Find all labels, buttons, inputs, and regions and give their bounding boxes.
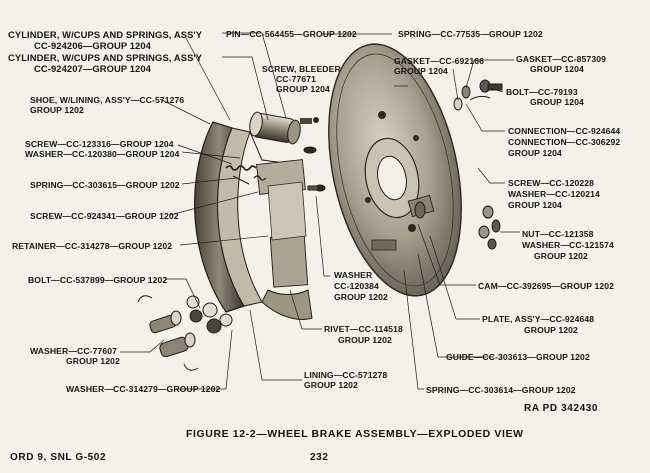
label-washer-120384: WASHER xyxy=(334,270,373,280)
label-washer-121574: WASHER—CC-121574 xyxy=(522,240,614,250)
label-washer-314279: WASHER—CC-314279—GROUP 1202 xyxy=(66,384,221,394)
label-cam: CAM—CC-392695—GROUP 1202 xyxy=(478,281,614,291)
label-pin: PIN—CC-564455—GROUP 1202 xyxy=(226,29,357,39)
label-shoe-group: GROUP 1202 xyxy=(30,105,84,115)
label-spring-303615: SPRING—CC-303615—GROUP 1202 xyxy=(30,180,180,190)
label-nut-group: GROUP 1202 xyxy=(534,251,588,261)
bolts-lower-left xyxy=(137,295,233,371)
figure-caption: FIGURE 12-2—WHEEL BRAKE ASSEMBLY—EXPLODE… xyxy=(186,428,524,440)
label-plate: PLATE, ASS'Y—CC-924648 xyxy=(482,314,595,324)
label-washer-120380: WASHER—CC-120380—GROUP 1204 xyxy=(25,149,180,159)
label-washer-120214: WASHER—CC-120214 xyxy=(508,189,600,199)
label-shoe: SHOE, W/LINING, ASS'Y—CC-571276 xyxy=(30,95,185,105)
label-washer-120384-group: GROUP 1202 xyxy=(334,292,388,302)
fasteners xyxy=(303,79,503,250)
label-lining: LINING—CC-571278 xyxy=(304,370,388,380)
label-screw-120228-group: GROUP 1204 xyxy=(508,200,562,210)
label-bleeder-group: GROUP 1204 xyxy=(276,84,330,94)
label-washer-77607-group: GROUP 1202 xyxy=(66,356,120,366)
label-cylinder-924207: CYLINDER, W/CUPS AND SPRINGS, ASS'Y xyxy=(8,52,203,63)
label-washer-120384-part: CC-120384 xyxy=(334,281,379,291)
label-screw-123316: SCREW—CC-123316—GROUP 1204 xyxy=(25,139,174,149)
label-cylinder-924207-group: CC-924207—GROUP 1204 xyxy=(34,63,151,74)
label-bleeder-part: CC-77671 xyxy=(276,74,316,84)
label-connection-924644: CONNECTION—CC-924644 xyxy=(508,126,621,136)
label-plate-group: GROUP 1202 xyxy=(524,325,578,335)
label-spring-303614: SPRING—CC-303614—GROUP 1202 xyxy=(426,385,576,395)
label-screw-120228: SCREW—CC-120228 xyxy=(508,178,595,188)
label-gasket-857309: GASKET—CC-857309 xyxy=(516,54,606,64)
ra-pd-number: RA PD 342430 xyxy=(524,403,599,414)
leader-lines xyxy=(120,32,520,390)
label-nut: NUT—CC-121358 xyxy=(522,229,594,239)
footer-ord: ORD 9, SNL G-502 xyxy=(10,452,107,463)
label-gasket-692166-group: GROUP 1204 xyxy=(394,66,448,76)
wheel-cylinder xyxy=(249,111,319,145)
label-bleeder-screw: SCREW, BLEEDER xyxy=(262,64,341,74)
label-screw-924341: SCREW—CC-924341—GROUP 1202 xyxy=(30,211,179,221)
label-bolt-79193: BOLT—CC-79193 xyxy=(506,87,578,97)
backing-plate xyxy=(328,43,462,297)
label-gasket-692166: GASKET—CC-692166 xyxy=(394,56,484,66)
label-spring-77535: SPRING—CC-77535—GROUP 1202 xyxy=(398,29,543,39)
label-rivet-group: GROUP 1202 xyxy=(338,335,392,345)
label-bolt-79193-group: GROUP 1204 xyxy=(530,97,584,107)
label-washer-77607: WASHER—CC-77607 xyxy=(30,346,117,356)
springs xyxy=(225,165,267,185)
label-cylinder-924206-group: CC-924206—GROUP 1204 xyxy=(34,40,151,51)
label-bolt-537899: BOLT—CC-537899—GROUP 1202 xyxy=(28,275,168,285)
label-gasket-857309-group: GROUP 1204 xyxy=(530,64,584,74)
label-retainer: RETAINER—CC-314278—GROUP 1202 xyxy=(12,241,173,251)
label-guide: GUIDE—CC-303613—GROUP 1202 xyxy=(446,352,590,362)
label-rivet: RIVET—CC-114518 xyxy=(324,324,403,334)
label-lining-group: GROUP 1202 xyxy=(304,380,358,390)
label-connection-group: GROUP 1204 xyxy=(508,148,562,158)
label-connection-306292: CONNECTION—CC-306292 xyxy=(508,137,621,147)
page-number: 232 xyxy=(310,452,329,463)
label-cylinder-924206: CYLINDER, W/CUPS AND SPRINGS, ASS'Y xyxy=(8,29,203,40)
brake-shoe xyxy=(194,121,313,320)
